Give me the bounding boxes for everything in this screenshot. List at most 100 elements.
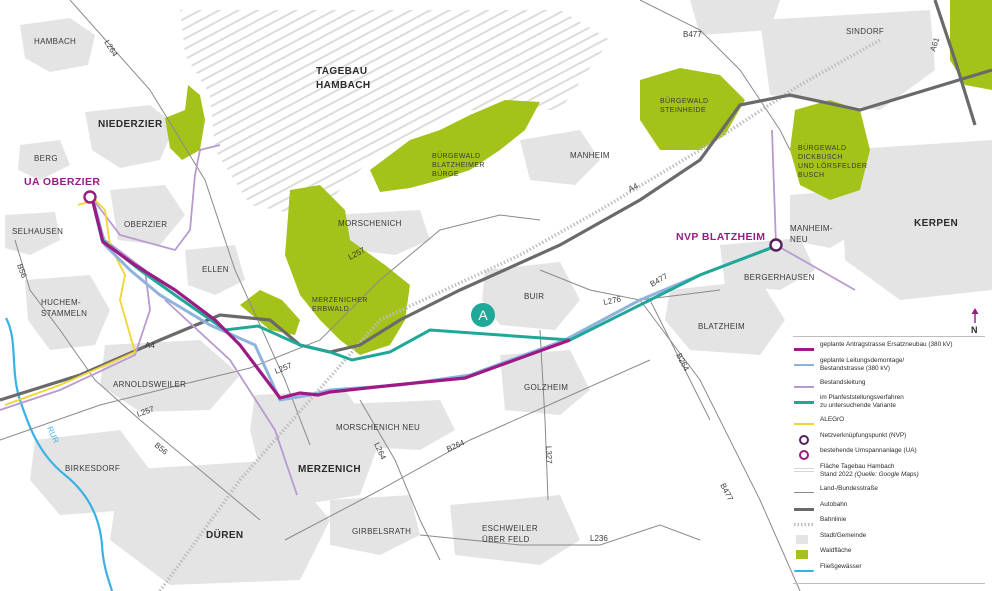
- forest-label-db-1: BÜRGEWALD: [798, 144, 846, 152]
- legend-label-urban: Stadt/Gemeinde: [820, 531, 867, 539]
- autobahn-a4: [0, 68, 992, 402]
- existing-line-nvp: [771, 129, 777, 246]
- station-nvp-blatzheim[interactable]: NVP BLATZHEIM: [676, 231, 783, 252]
- road-l327: [539, 329, 549, 501]
- road-b264: [284, 359, 651, 541]
- legend-label-nvp: Netzverknüpfungspunkt (NVP): [820, 431, 907, 439]
- road-l236: [419, 524, 701, 546]
- variant-a-route: [90, 197, 777, 362]
- forest-label-st-1: BÜRGEWALD: [660, 97, 708, 105]
- forest-label-bb-2: BLATZHEIMER: [432, 162, 485, 169]
- legend-label-existing: Bestandsleitung: [820, 378, 866, 386]
- place-arnoldsweiler: ARNOLDSWEILER: [113, 380, 186, 389]
- road-l264-north: [69, 0, 311, 446]
- legend: geplante Antragstrasse Ersatzneubau (380…: [793, 330, 985, 584]
- variant-a-circle[interactable]: [471, 303, 495, 327]
- variant-a-letter: A: [478, 307, 488, 323]
- place-merzenich: MERZENICH: [298, 464, 361, 475]
- station-ua-oberzier[interactable]: UA OBERZIER: [24, 176, 100, 204]
- legend-label-alegro: ALEGrO: [820, 416, 845, 424]
- place-manheim-neu-line1: MANHEIM-: [790, 224, 833, 233]
- road-label-a4-east: A4: [627, 181, 640, 194]
- alegro-line: [4, 198, 137, 406]
- urban-golzheim: [500, 350, 590, 415]
- north-arrow-head: [971, 308, 979, 314]
- existing-line-north: [91, 144, 221, 252]
- urban-kerpen: [840, 140, 992, 300]
- place-sindorf: SINDORF: [846, 27, 884, 36]
- legend-item-nvp: Netzverknüpfungspunkt (NVP): [793, 432, 985, 448]
- legend-label-rail: Bahnlinie: [820, 516, 847, 524]
- road-label-b477-north: B477: [683, 30, 702, 39]
- place-morschenich: MORSCHENICH: [338, 219, 402, 228]
- ua-oberzier-label: UA OBERZIER: [24, 176, 100, 188]
- place-bergerhausen: BERGERHAUSEN: [744, 273, 815, 282]
- existing-line-west: [0, 214, 151, 411]
- legend-item-replacement: geplante Antragstrasse Ersatzneubau (380…: [793, 341, 985, 357]
- place-ellen: ELLEN: [202, 265, 229, 274]
- urban-girbelsrath: [330, 495, 420, 555]
- legend-symbol-alegro: [793, 419, 815, 429]
- legend-symbol-tagebau: [793, 466, 815, 476]
- replacement-route: [90, 197, 571, 400]
- autobahn-a61: [933, 0, 977, 126]
- forest-label-db-4: BUSCH: [798, 172, 825, 179]
- road-label-a4-west: A4: [145, 341, 155, 350]
- forest-label-bb-3: BÜRGE: [432, 170, 459, 178]
- place-niederzier: NIEDERZIER: [98, 119, 163, 130]
- forest-label-merz-1: MERZENICHER: [312, 297, 368, 304]
- legend-item-river: Fließgewässer: [793, 563, 985, 579]
- place-dueren: DÜREN: [206, 528, 244, 541]
- forest-areas: [165, 0, 992, 355]
- road-label-a61: A61: [928, 36, 941, 53]
- forest-label-bb-1: BÜRGEWALD: [432, 152, 480, 160]
- place-selhausen: SELHAUSEN: [12, 227, 63, 236]
- forest-label-db-2: DICKBUSCH: [798, 154, 843, 161]
- road-east-north: [759, 99, 791, 151]
- legend-top-rule: [793, 336, 985, 337]
- variant-a-marker[interactable]: A: [471, 303, 495, 327]
- existing-line-kerpen: [775, 244, 856, 291]
- road-label-b477-mid: B477: [649, 271, 670, 288]
- forest-merzenicher-erbwald: [285, 185, 410, 355]
- forest-ellen-south: [240, 290, 300, 335]
- forest-a61: [950, 0, 992, 90]
- nvp-blatzheim-marker[interactable]: [769, 238, 783, 252]
- legend-symbol-dismantle: [793, 360, 815, 370]
- urban-oberzier: [110, 185, 185, 245]
- place-huchem-line2: STAMMELN: [41, 309, 87, 318]
- legend-symbol-variant: [793, 397, 815, 407]
- legend-label-forest: Waldfläche: [820, 547, 852, 555]
- road-label-b477-south: B477: [718, 482, 735, 503]
- place-morschenich-neu: MORSCHENICH NEU: [336, 423, 420, 432]
- road-l276: [539, 269, 721, 301]
- legend-symbol-ua: [793, 450, 815, 461]
- urban-manheim-neu: [790, 190, 860, 248]
- legend-item-autobahn: Autobahn: [793, 501, 985, 517]
- legend-item-road: Land-/Bundesstraße: [793, 485, 985, 501]
- road-label-l257-mid: L257: [273, 361, 293, 376]
- legend-symbol-river: [793, 566, 815, 576]
- road-l257: [0, 214, 541, 441]
- legend-symbol-rail: [793, 519, 815, 529]
- forest-label-st-2: STEINHEIDE: [660, 107, 706, 114]
- urban-bergerhausen: [720, 238, 815, 290]
- road-label-l276: L276: [603, 294, 623, 307]
- urban-areas: [5, 0, 992, 585]
- legend-symbol-road: [793, 488, 815, 498]
- forest-buergewald-steinheide: [640, 68, 745, 150]
- urban-berg: [18, 140, 70, 180]
- nvp-blatzheim-label: NVP BLATZHEIM: [676, 231, 765, 243]
- road-b56: [14, 239, 261, 521]
- ua-oberzier-marker[interactable]: [83, 190, 97, 204]
- urban-huchem: [25, 275, 110, 350]
- forest-labels: BÜRGEWALD BLATZHEIMER BÜRGE BÜRGEWALD ST…: [312, 97, 867, 313]
- legend-item-variant: im Planfeststellungsverfahren zu untersu…: [793, 394, 985, 416]
- existing-lines: [0, 129, 856, 496]
- road-label-b264-mid: B264: [445, 438, 466, 454]
- place-oberzier: OBERZIER: [124, 220, 167, 229]
- urban-manheim: [520, 130, 600, 185]
- legend-label-tagebau: Fläche Tagebau Hambach Stand 2022 (Quell…: [820, 462, 919, 478]
- legend-item-forest: Waldfläche: [793, 547, 985, 563]
